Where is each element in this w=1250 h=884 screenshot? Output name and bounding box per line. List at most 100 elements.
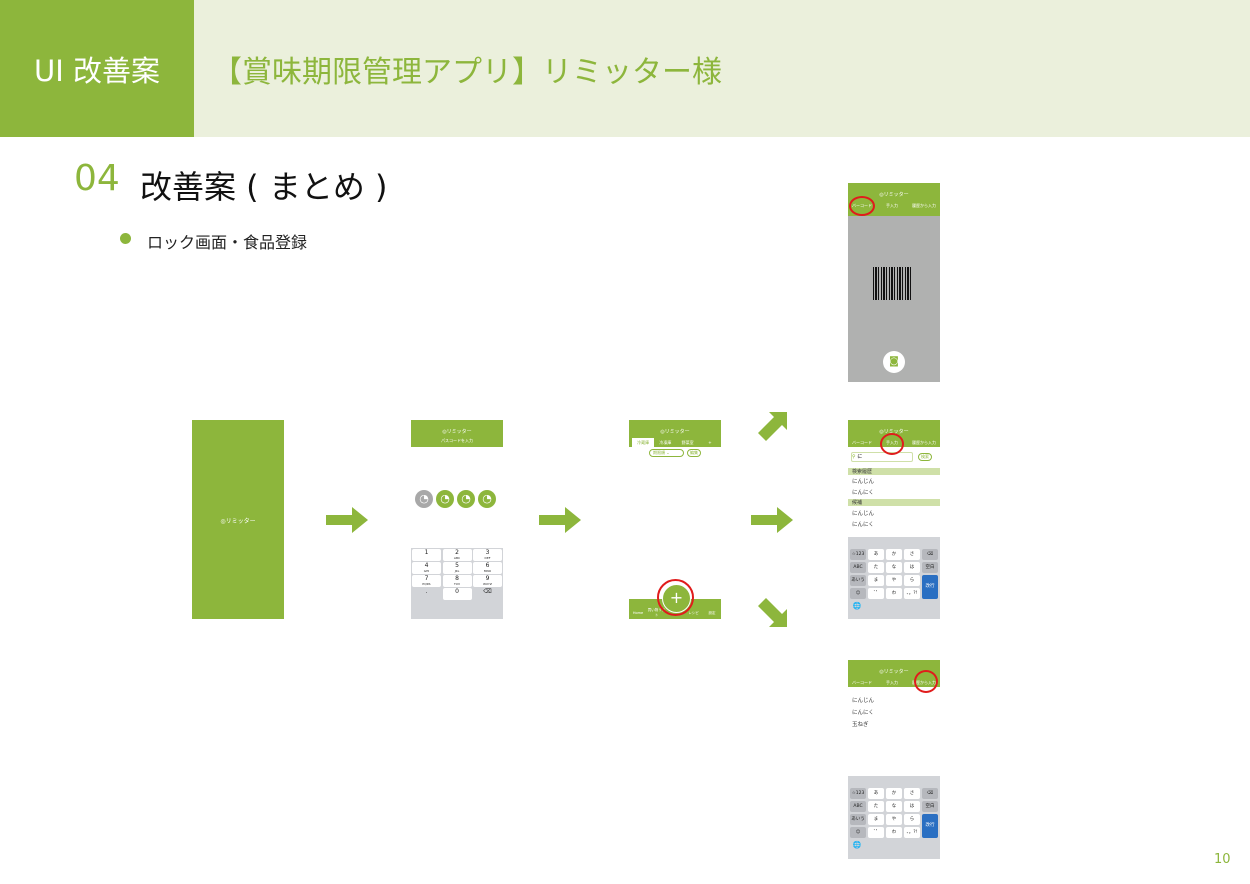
keyboard-key[interactable]: ﾞﾟ — [868, 588, 884, 599]
passcode-dot: ◔ — [436, 490, 454, 508]
keyboard-key[interactable]: ま — [868, 814, 884, 825]
key-letters: TUV — [453, 582, 461, 586]
keyboard-key[interactable]: な — [886, 562, 902, 573]
search-input[interactable]: ⚲ に — [851, 452, 913, 462]
keyboard-key[interactable]: ABC — [850, 801, 866, 812]
tab-2[interactable]: 野菜室 — [681, 440, 694, 445]
keyboard-key[interactable]: ☆123 — [850, 549, 866, 560]
keyboard-key[interactable]: ⌫ — [922, 788, 938, 799]
list-item[interactable]: にんじん — [852, 511, 875, 517]
keypad-key[interactable]: 0 — [442, 588, 472, 600]
arrow-right-icon — [539, 507, 581, 533]
bullet-icon — [120, 233, 131, 244]
tab-1[interactable]: 冷凍庫 — [659, 440, 672, 445]
nav-item-4[interactable]: 設定 — [708, 610, 716, 615]
keyboard-key[interactable]: 空白 — [922, 801, 938, 812]
history-input-screen: ◎リミッター バーコード手入力履歴から入力 にんじん にんにく 玉ねぎ ☆123… — [848, 660, 940, 859]
keyboard-key[interactable]: ☺ — [850, 588, 866, 599]
keypad-key[interactable]: ⌫ — [473, 588, 502, 600]
keyboard-key[interactable]: た — [868, 562, 884, 573]
key-digit: 7 — [424, 575, 429, 582]
splash-screen: ◎リミッター — [192, 420, 284, 619]
tab-0[interactable]: バーコード — [852, 680, 872, 685]
nav-item-3[interactable]: レシピ — [688, 610, 699, 615]
key-digit: 0 — [455, 588, 459, 595]
tab-0[interactable]: 冷蔵庫 — [632, 438, 655, 447]
key-digit: 5 — [455, 562, 459, 569]
history-header: 検索履歴 — [848, 468, 940, 475]
keyboard-key[interactable]: ら — [904, 575, 920, 586]
key-letters: ABC — [453, 556, 461, 560]
globe-icon[interactable]: 🌐 — [852, 841, 862, 849]
keyboard-key[interactable]: 空白 — [922, 562, 938, 573]
list-item[interactable]: にんにく — [852, 710, 874, 716]
sort-dropdown[interactable]: 期限順 ⌄ — [649, 449, 684, 457]
keyboard-key[interactable]: あ — [868, 549, 884, 560]
lock-subtitle: パスコードを入力 — [441, 438, 473, 443]
key-letters: WXYZ — [483, 582, 492, 586]
tab-1[interactable]: 手入力 — [886, 680, 898, 685]
keyboard-key[interactable]: わ — [886, 827, 902, 838]
keyboard-key[interactable]: は — [904, 801, 920, 812]
camera-icon[interactable]: ◙ — [883, 351, 905, 373]
keyboard-key[interactable]: さ — [904, 788, 920, 799]
tab-2[interactable]: 履歴から入力 — [912, 203, 936, 208]
tab-3[interactable]: + — [708, 440, 712, 445]
list-item[interactable]: にんじん — [852, 479, 875, 485]
keypad-key[interactable]: . — [412, 588, 441, 600]
barcode-screen: ◎リミッター バーコード手入力履歴から入力 ◙ — [848, 183, 940, 382]
keyboard-key[interactable]: ⌫ — [922, 549, 938, 560]
section-badge: UI 改善案 — [0, 0, 194, 137]
keyboard-key[interactable]: は — [904, 562, 920, 573]
barcode-image — [873, 267, 913, 300]
keyboard-key[interactable]: ら — [904, 814, 920, 825]
keyboard-key[interactable]: か — [886, 788, 902, 799]
keyboard-key[interactable]: わ — [886, 588, 902, 599]
keyboard-key[interactable]: や — [886, 814, 902, 825]
keyboard-key[interactable]: 改行 — [922, 575, 938, 599]
keyboard-key[interactable]: ☆123 — [850, 788, 866, 799]
keyboard-key[interactable]: た — [868, 801, 884, 812]
nav-item-1[interactable]: 買い物リスト — [647, 608, 666, 617]
keyboard-key[interactable]: ABC — [850, 562, 866, 573]
keyboard-key[interactable]: ま — [868, 575, 884, 586]
keyboard-key[interactable]: な — [886, 801, 902, 812]
arrow-right-icon — [326, 507, 368, 533]
nav-item-0[interactable]: Home — [632, 611, 644, 615]
tab-2[interactable]: 履歴から入力 — [912, 440, 936, 445]
keyboard-key[interactable]: あいう — [850, 814, 866, 825]
tab-1[interactable]: 手入力 — [886, 203, 898, 208]
keyboard-key[interactable]: 、。?! — [904, 827, 920, 838]
tab-0[interactable]: バーコード — [852, 440, 872, 445]
list-item[interactable]: にんにく — [852, 490, 874, 496]
keyboard-key[interactable]: や — [886, 575, 902, 586]
keyboard-key[interactable]: さ — [904, 549, 920, 560]
keyboard-key[interactable]: 改行 — [922, 814, 938, 838]
slide-title: 【賞味期限管理アプリ】リミッター様 — [194, 0, 1250, 137]
list-item[interactable]: にんじん — [852, 698, 875, 704]
app-title: ◎リミッター — [879, 669, 909, 675]
keyboard-key[interactable]: ☺ — [850, 827, 866, 838]
section-title: 改善案 ( まとめ ) — [140, 168, 388, 206]
list-item[interactable]: 玉ねぎ — [852, 722, 869, 728]
search-button[interactable]: 検索 — [918, 453, 932, 461]
keyboard-key[interactable]: あいう — [850, 575, 866, 586]
keyboard-key[interactable]: ﾞﾟ — [868, 827, 884, 838]
app-logo: ◎リミッター — [220, 518, 256, 525]
key-digit: ⌫ — [483, 588, 492, 595]
keyboard-key[interactable]: あ — [868, 788, 884, 799]
keypad-key[interactable]: 1 — [412, 549, 441, 561]
edit-button[interactable]: 編集 — [687, 449, 701, 457]
list-item[interactable]: にんにく — [852, 522, 874, 528]
keyboard-key[interactable]: 、。?! — [904, 588, 920, 599]
globe-icon[interactable]: 🌐 — [852, 602, 862, 610]
keyboard-key[interactable]: か — [886, 549, 902, 560]
